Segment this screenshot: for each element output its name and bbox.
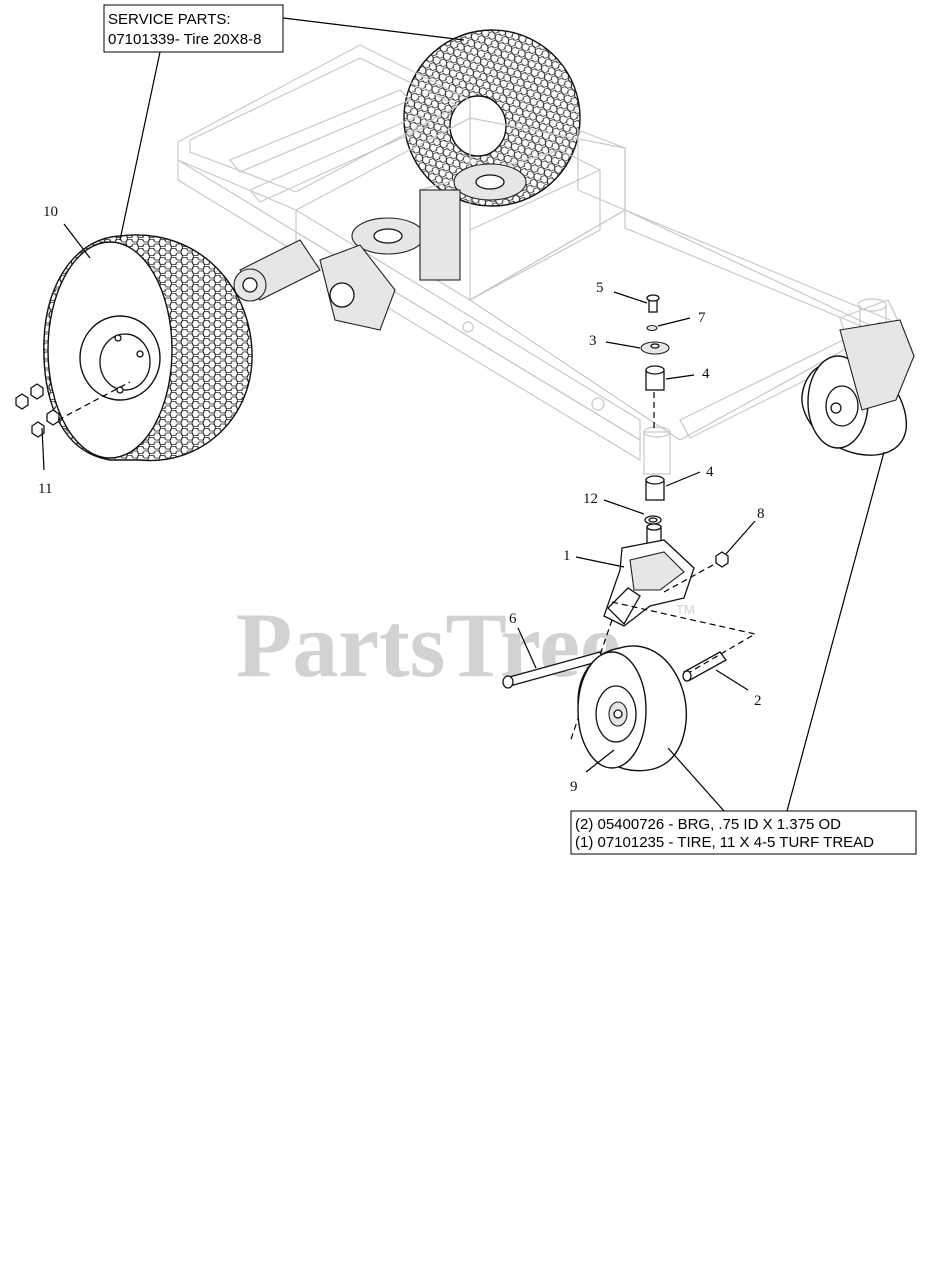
callout-1: 1 [563,548,571,564]
watermark-trademark: TM [676,602,695,617]
service-parts-bottom-line2: (1) 07101235 - TIRE, 11 X 4-5 TURF TREAD [575,834,874,851]
caster-fork [603,523,729,627]
callout-4-lower: 4 [706,464,714,480]
callout-10: 10 [43,204,58,220]
service-parts-top-line1: SERVICE PARTS: [108,11,231,28]
caster-hardware [640,294,670,525]
service-parts-top-line2: 07101339- Tire 20X8-8 [108,31,261,48]
service-parts-box-top: SERVICE PARTS: 07101339- Tire 20X8-8 [103,4,284,53]
callout-5: 5 [596,280,604,296]
callout-8: 8 [757,506,765,522]
service-parts-box-bottom: (2) 05400726 - BRG, .75 ID X 1.375 OD (1… [570,810,917,855]
lug-nuts [15,381,131,438]
caster-wheel [577,645,688,772]
callout-12: 12 [583,491,598,507]
callout-4-upper: 4 [702,366,710,382]
drive-mechanism [233,163,527,331]
service-parts-bottom-line1: (2) 05400726 - BRG, .75 ID X 1.375 OD [575,816,841,833]
callout-11: 11 [38,481,52,497]
callout-3: 3 [589,333,597,349]
rear-right-tire [403,29,581,207]
callout-9: 9 [570,779,578,795]
callout-numbers: 10 11 5 7 3 4 4 12 1 8 6 2 9 [38,204,765,795]
front-right-caster-wheel [801,319,915,456]
left-rear-tire [43,234,253,462]
callout-7: 7 [698,310,706,326]
callout-6: 6 [509,611,517,627]
watermark: PartsTree TM [236,594,695,696]
leader-lines [41,17,885,812]
callout-2: 2 [754,693,762,709]
watermark-text: PartsTree [236,594,621,696]
